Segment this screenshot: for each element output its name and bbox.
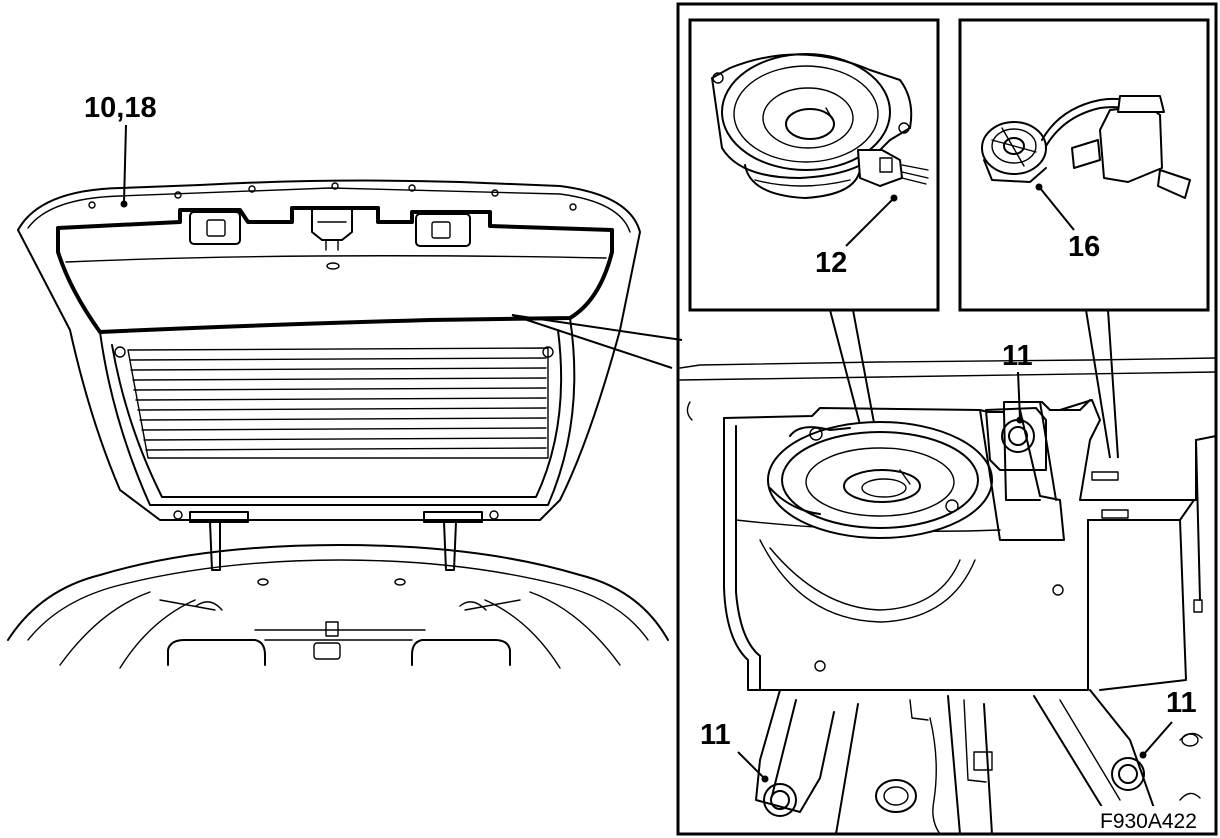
callout-tailgate: 10,18 xyxy=(84,92,157,124)
callout-bolt-top: 11 xyxy=(1002,340,1033,372)
tweeter-detail-box xyxy=(958,18,1210,312)
tailgate-outer xyxy=(17,179,641,521)
speaker-detail-box xyxy=(688,18,940,312)
callout-tweeter: 16 xyxy=(1068,231,1100,263)
speaker-housing-installed xyxy=(679,357,1217,835)
car-tailgate-view xyxy=(7,179,669,669)
leader-panel-to-inset xyxy=(511,314,683,369)
detail-inset-frame xyxy=(676,2,1218,836)
callout-bolt-left: 11 xyxy=(700,719,731,751)
car-body xyxy=(7,544,669,641)
figure-id: F930A422 xyxy=(1100,810,1197,833)
callout-bolt-right: 11 xyxy=(1166,687,1197,719)
rear-window-heater-lines xyxy=(127,347,549,459)
tailgate-trim-panel xyxy=(56,206,614,334)
callout-speaker: 12 xyxy=(815,247,847,279)
